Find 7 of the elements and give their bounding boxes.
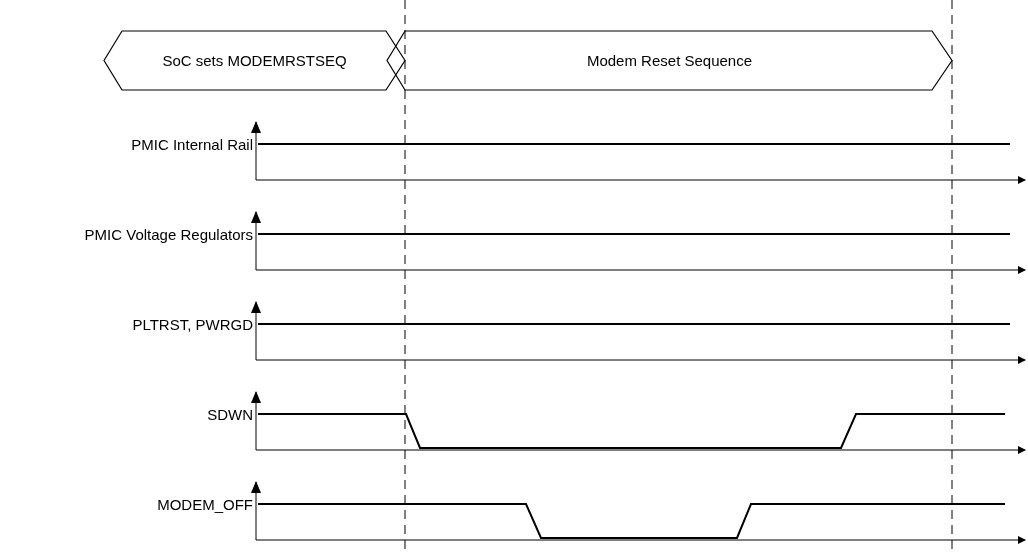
phase-label: Modem Reset Sequence xyxy=(586,52,753,69)
signal-name: SDWN xyxy=(207,405,253,423)
phase-label: SoC sets MODEMRSTSEQ xyxy=(162,52,347,69)
signal-name: MODEM_OFF xyxy=(157,495,253,513)
signal-name: PLTRST, PWRGD xyxy=(132,315,253,333)
signal-name: PMIC Internal Rail xyxy=(131,135,253,153)
signal-name: PMIC Voltage Regulators xyxy=(84,225,253,243)
